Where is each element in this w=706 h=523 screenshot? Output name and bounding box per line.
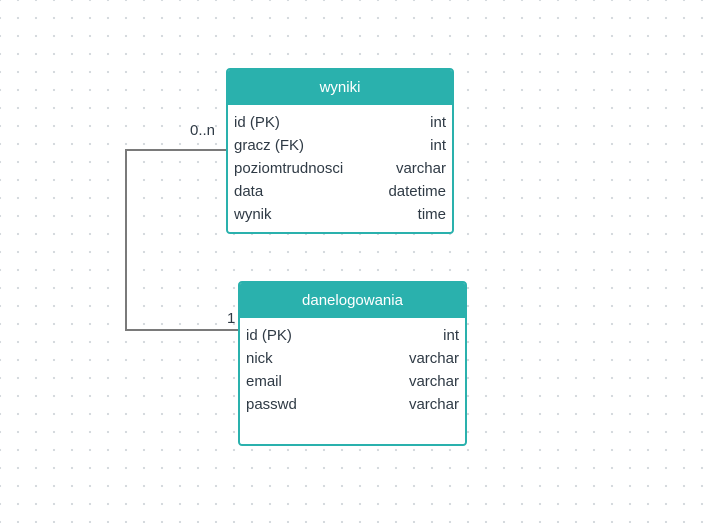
entity-fields: id (PK) int nick varchar email varchar p… xyxy=(240,318,465,416)
field-type: varchar xyxy=(408,373,459,390)
entity-title: wyniki xyxy=(228,70,452,105)
field-name: gracz (FK) xyxy=(234,137,305,154)
field-type: varchar xyxy=(395,160,446,177)
field-name: email xyxy=(246,373,282,390)
multiplicity-many-label: 0..n xyxy=(190,122,216,139)
field-type: varchar xyxy=(408,350,459,367)
entity-fields: id (PK) int gracz (FK) int poziomtrudnos… xyxy=(228,105,452,226)
field-type: int xyxy=(430,137,446,154)
field-type: time xyxy=(417,206,446,223)
field-row: email varchar xyxy=(246,370,459,393)
entity-wyniki[interactable]: wyniki id (PK) int gracz (FK) int poziom… xyxy=(226,68,454,234)
field-type: datetime xyxy=(388,183,446,200)
field-name: passwd xyxy=(246,396,297,413)
field-type: int xyxy=(443,327,459,344)
field-row: nick varchar xyxy=(246,347,459,370)
field-name: id (PK) xyxy=(234,114,280,131)
field-name: id (PK) xyxy=(246,327,292,344)
entity-danelogowania[interactable]: danelogowania id (PK) int nick varchar e… xyxy=(238,281,467,446)
entity-title: danelogowania xyxy=(240,283,465,318)
field-type: int xyxy=(430,114,446,131)
field-name: poziomtrudnosci xyxy=(234,160,344,177)
field-row: passwd varchar xyxy=(246,393,459,416)
field-row: id (PK) int xyxy=(234,111,446,134)
field-row: wynik time xyxy=(234,203,446,226)
relationship-line xyxy=(125,149,240,331)
field-row: id (PK) int xyxy=(246,324,459,347)
field-name: data xyxy=(234,183,264,200)
field-name: wynik xyxy=(234,206,272,223)
field-row: gracz (FK) int xyxy=(234,134,446,157)
multiplicity-one-label: 1 xyxy=(227,310,236,327)
field-row: poziomtrudnosci varchar xyxy=(234,157,446,180)
field-name: nick xyxy=(246,350,273,367)
field-row: data datetime xyxy=(234,180,446,203)
field-type: varchar xyxy=(408,396,459,413)
